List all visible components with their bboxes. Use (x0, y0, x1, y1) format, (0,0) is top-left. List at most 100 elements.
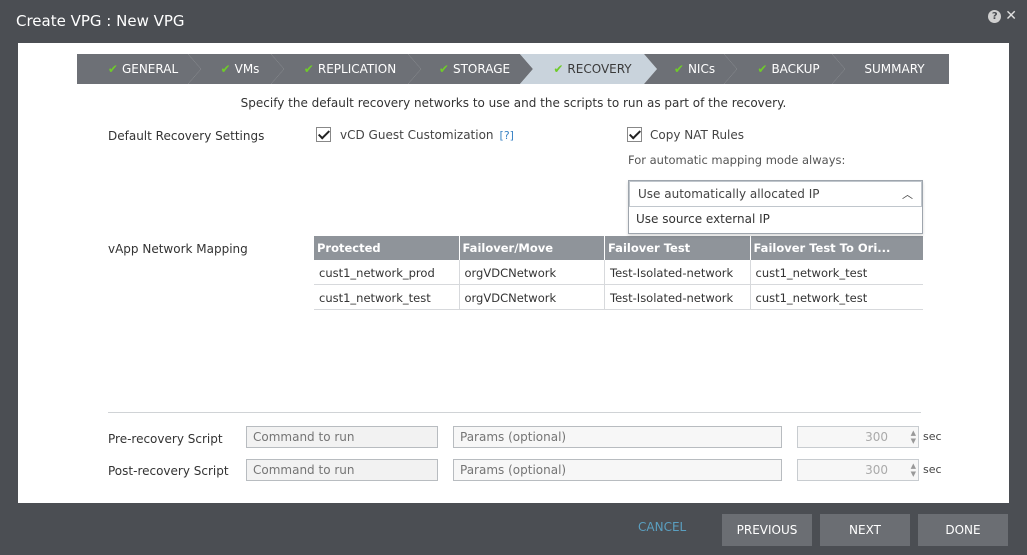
step-content: ✔GENERAL (100, 62, 178, 76)
step-background (408, 54, 533, 84)
post-recovery-params-input[interactable] (453, 459, 782, 481)
check-icon: ✔ (438, 62, 449, 76)
done-button[interactable]: DONE (918, 514, 1008, 546)
table-cell[interactable]: Test-Isolated-network (605, 260, 751, 284)
seconds-label: sec (923, 430, 942, 443)
dropdown-selected[interactable]: Use automatically allocated IP ︿ (629, 181, 922, 207)
section-divider (108, 412, 921, 413)
dropdown-selected-text: Use automatically allocated IP (638, 187, 820, 201)
up-arrow-icon[interactable]: ▲ (910, 429, 916, 437)
check-icon: ✔ (757, 62, 768, 76)
post-recovery-script-label: Post-recovery Script (108, 464, 229, 478)
check-icon: ✔ (107, 62, 118, 76)
table-row[interactable]: cust1_network_prod orgVDCNetwork Test-Is… (314, 260, 923, 285)
vcd-guest-customization-checkbox[interactable] (316, 127, 331, 142)
mapping-mode-dropdown[interactable]: Use automatically allocated IP ︿ Use sou… (628, 180, 923, 234)
step-label: STORAGE (452, 62, 511, 76)
table-cell[interactable]: orgVDCNetwork (460, 285, 605, 309)
title-icons: ? ✕ (988, 8, 1017, 24)
wizard-steps: ✔GENERAL✔VMs✔REPLICATION✔STORAGE✔RECOVER… (77, 54, 949, 84)
up-arrow-icon[interactable]: ▲ (910, 462, 916, 470)
table-cell: cust1_network_test (314, 285, 460, 309)
check-icon: ✔ (553, 62, 564, 76)
step-background (520, 54, 657, 84)
step-label: RECOVERY (567, 62, 632, 76)
cancel-button[interactable]: CANCEL (638, 520, 687, 534)
dialog-content: ✔GENERAL✔VMs✔REPLICATION✔STORAGE✔RECOVER… (18, 43, 1009, 503)
step-content: ✔RECOVERY (545, 62, 631, 76)
wizard-step-recovery[interactable]: ✔RECOVERY (520, 54, 657, 84)
table-cell[interactable]: orgVDCNetwork (460, 260, 605, 284)
down-arrow-icon[interactable]: ▼ (910, 470, 916, 478)
step-label: GENERAL (121, 62, 179, 76)
step-content: ✔BACKUP (749, 62, 819, 76)
step-background (271, 54, 421, 84)
down-arrow-icon[interactable]: ▼ (910, 437, 916, 445)
step-background (188, 54, 284, 84)
step-content: ✔REPLICATION (296, 62, 396, 76)
pre-recovery-timeout-stepper[interactable]: 300 ▲▼ (797, 426, 919, 448)
step-content: ✔STORAGE (431, 62, 510, 76)
column-header-failover-move[interactable]: Failover/Move (460, 236, 605, 260)
dialog-title: Create VPG : New VPG (16, 12, 185, 30)
vcd-help-link[interactable]: [?] (499, 129, 514, 142)
post-recovery-command-input[interactable] (246, 459, 438, 481)
close-icon[interactable]: ✕ (1005, 8, 1017, 24)
seconds-label: sec (923, 463, 942, 476)
vcd-guest-customization-text: vCD Guest Customization (340, 128, 494, 142)
step-content: ✔NICs (666, 62, 715, 76)
stepper-buttons[interactable]: ▲▼ (911, 429, 916, 445)
step-background (644, 54, 737, 84)
dropdown-option[interactable]: Use source external IP (636, 212, 770, 226)
check-icon: ✔ (220, 62, 231, 76)
chevron-up-icon[interactable]: ︿ (902, 188, 913, 201)
step-content: SUMMARY (856, 62, 924, 76)
wizard-step-backup[interactable]: ✔BACKUP (724, 54, 845, 84)
step-label: SUMMARY (864, 62, 925, 76)
step-label: NICs (687, 62, 716, 76)
automatic-mapping-hint: For automatic mapping mode always: (628, 153, 846, 167)
table-cell[interactable]: cust1_network_test (755, 266, 868, 280)
step-label: BACKUP (771, 62, 820, 76)
next-button[interactable]: NEXT (820, 514, 910, 546)
check-icon: ✔ (303, 62, 314, 76)
stepper-buttons[interactable]: ▲▼ (911, 462, 916, 478)
previous-button[interactable]: PREVIOUS (722, 514, 812, 546)
pre-recovery-params-input[interactable] (453, 426, 782, 448)
network-mapping-table: Protected Failover/Move Failover Test Fa… (314, 236, 923, 310)
step-background (77, 54, 201, 84)
table-header: Protected Failover/Move Failover Test Fa… (314, 236, 923, 260)
default-recovery-settings-label: Default Recovery Settings (108, 129, 265, 143)
pre-recovery-command-input[interactable] (246, 426, 438, 448)
step-description: Specify the default recovery networks to… (240, 96, 787, 110)
wizard-step-vms[interactable]: ✔VMs (188, 54, 284, 84)
wizard-step-replication[interactable]: ✔REPLICATION (271, 54, 421, 84)
timeout-value: 300 (865, 463, 888, 477)
table-cell: cust1_network_prod (314, 260, 460, 284)
copy-nat-rules-checkbox[interactable] (627, 127, 642, 142)
step-background (724, 54, 845, 84)
step-content: ✔VMs (213, 62, 260, 76)
pre-recovery-script-label: Pre-recovery Script (108, 432, 223, 446)
vapp-network-mapping-label: vApp Network Mapping (108, 242, 248, 256)
column-header-failover-test[interactable]: Failover Test (605, 236, 751, 260)
post-recovery-timeout-stepper[interactable]: 300 ▲▼ (797, 459, 919, 481)
wizard-step-summary[interactable]: SUMMARY (832, 54, 949, 84)
copy-nat-rules-label: Copy NAT Rules (650, 128, 745, 142)
column-header-protected[interactable]: Protected (314, 236, 460, 260)
wizard-step-nics[interactable]: ✔NICs (644, 54, 737, 84)
table-row[interactable]: cust1_network_test orgVDCNetwork Test-Is… (314, 285, 923, 310)
step-label: REPLICATION (317, 62, 397, 76)
timeout-value: 300 (865, 430, 888, 444)
table-cell[interactable]: cust1_network_test (755, 291, 868, 305)
wizard-step-general[interactable]: ✔GENERAL (77, 54, 201, 84)
wizard-step-storage[interactable]: ✔STORAGE (408, 54, 533, 84)
help-icon[interactable]: ? (988, 10, 1002, 23)
column-header-failover-test-to-original[interactable]: Failover Test To Ori... (753, 241, 891, 255)
table-cell[interactable]: Test-Isolated-network (605, 285, 751, 309)
step-label: VMs (234, 62, 260, 76)
step-background (832, 54, 949, 84)
check-icon: ✔ (673, 62, 684, 76)
vcd-guest-customization-label: vCD Guest Customization [?] (340, 128, 514, 142)
